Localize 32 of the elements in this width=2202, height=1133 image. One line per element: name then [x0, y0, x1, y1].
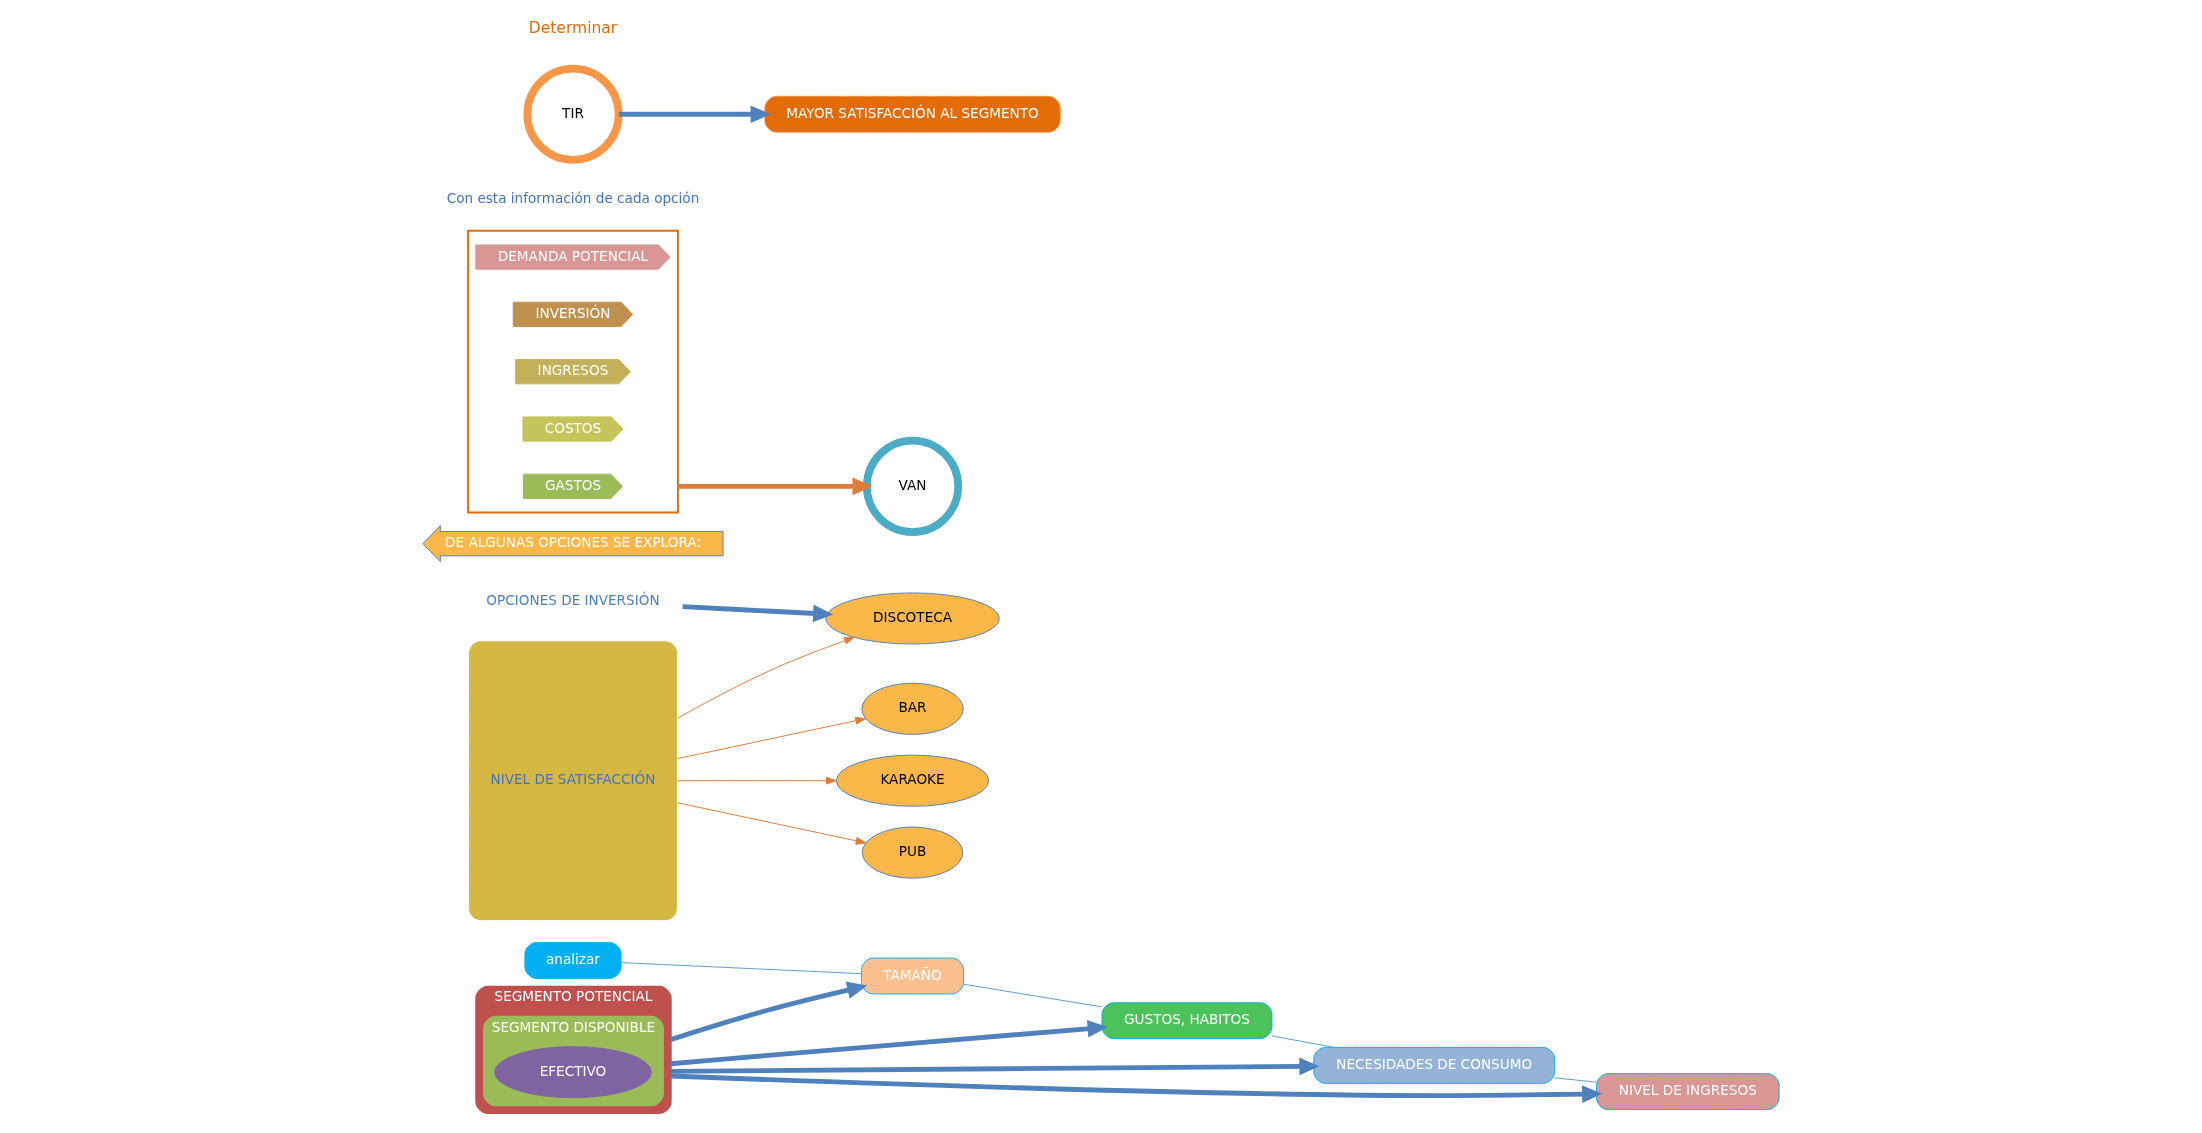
arrow — [677, 802, 867, 845]
node-box: analizar — [524, 942, 622, 979]
arrow — [677, 776, 837, 785]
arrow — [618, 105, 771, 124]
node-circle: VAN — [863, 436, 963, 536]
arrow — [670, 1073, 1603, 1103]
arrow — [670, 1057, 1320, 1076]
arrow — [677, 716, 866, 760]
node-ellipse: EFECTIVO — [494, 1046, 652, 1099]
connector — [620, 962, 862, 975]
node-box: GUSTOS, HABITOS — [1101, 1002, 1273, 1040]
arrow — [677, 477, 873, 496]
arrow — [677, 636, 855, 719]
node-text: OPCIONES DE INVERSIÓN — [486, 591, 660, 608]
node-box: NECESIDADES DE CONSUMO — [1313, 1046, 1556, 1084]
node-box: MAYOR SATISFACCIÓN AL SEGMENTO — [764, 95, 1061, 133]
arrow — [682, 604, 834, 623]
label: Determinar — [528, 19, 618, 38]
node-box: TAMAÑO — [861, 957, 964, 995]
connector — [1271, 1035, 1335, 1048]
arrow — [670, 1019, 1108, 1067]
node-box: NIVEL DE INGRESOS — [1596, 1073, 1780, 1111]
connector — [1554, 1077, 1597, 1083]
node-text: Con esta información de cada opción — [446, 190, 700, 207]
node-circle: TIR — [523, 64, 623, 164]
cluster — [467, 229, 679, 514]
node-box: NIVEL DE SATISFACCIÓN — [468, 640, 678, 922]
node-ellipse: BAR — [861, 682, 964, 735]
node-ellipse: KARAOKE — [835, 754, 990, 807]
arrow — [670, 981, 868, 1042]
connector — [963, 983, 1103, 1008]
node-ellipse: PUB — [861, 826, 964, 879]
